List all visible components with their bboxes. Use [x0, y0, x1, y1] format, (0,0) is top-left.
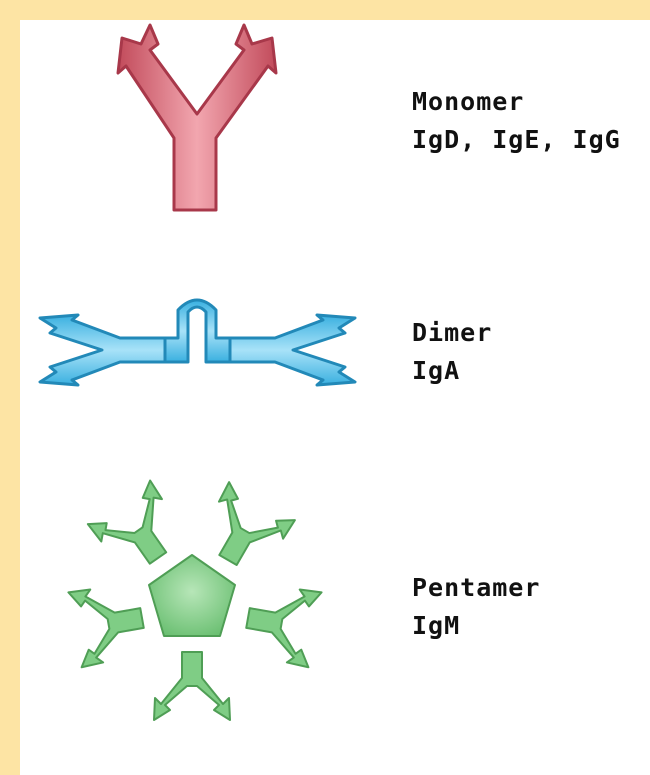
monomer-types: IgD, IgE, IgG — [412, 121, 621, 159]
pentamer-antibody-icon — [68, 481, 321, 720]
pentamer-name: Pentamer — [412, 569, 540, 607]
dimer-name: Dimer — [412, 314, 492, 352]
dimer-antibody-icon — [40, 300, 355, 385]
dimer-label: Dimer IgA — [412, 314, 492, 390]
dimer-types: IgA — [412, 352, 492, 390]
pentamer-label: Pentamer IgM — [412, 569, 540, 645]
monomer-antibody-icon — [118, 25, 276, 210]
pentamer-types: IgM — [412, 607, 540, 645]
monomer-name: Monomer — [412, 83, 621, 121]
monomer-label: Monomer IgD, IgE, IgG — [412, 83, 621, 159]
